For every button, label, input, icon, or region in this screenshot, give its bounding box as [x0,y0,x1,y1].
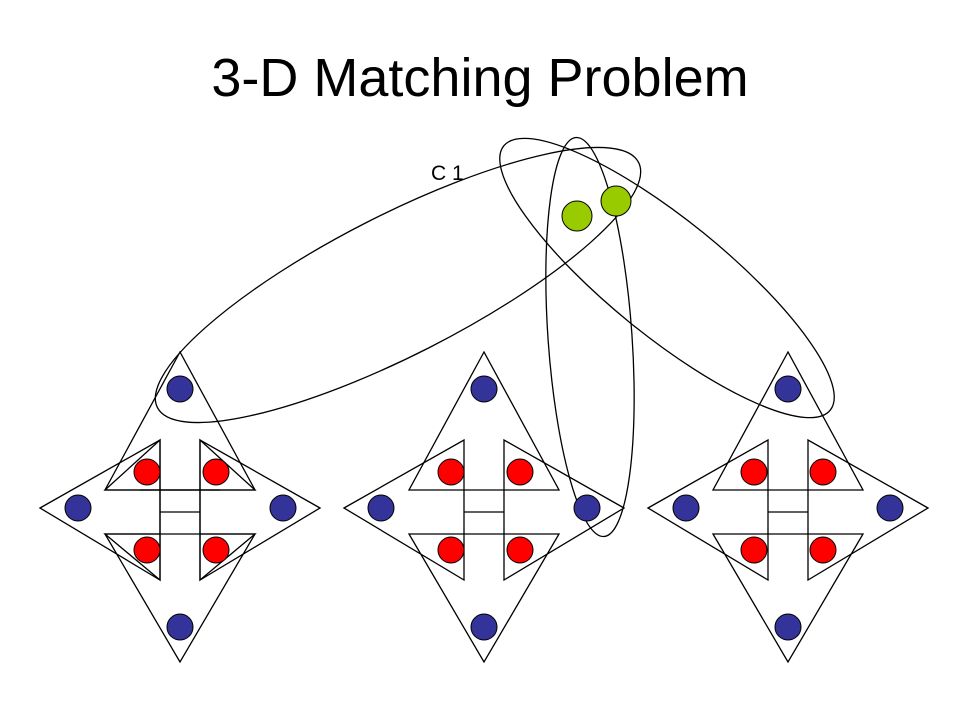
outer-node [166,375,194,403]
outer-node [672,494,700,522]
inner-node [506,458,534,486]
gadget-triangle-bottom [407,533,561,664]
inner-node [133,536,161,564]
outer-node [470,613,498,641]
outer-nodes [64,375,904,641]
outer-node [774,613,802,641]
inner-node [740,536,768,564]
gadget-triangle-top [407,350,561,491]
gadget-triangle-right [503,438,626,582]
gadget-triangle-left [646,438,769,582]
gadget-triangle-upper-left [103,438,161,491]
clause-nodes [561,185,632,232]
slide-title: 3-D Matching Problem [211,48,749,108]
inner-node [809,458,837,486]
inner-node [437,458,465,486]
inner-node [740,458,768,486]
outer-node [573,494,601,522]
gadget-triangle-left [342,438,465,582]
outer-node [470,375,498,403]
clause-ellipse-right [499,137,835,419]
outer-node [367,494,395,522]
gadget-triangle-top [711,350,865,491]
clause-node [561,200,593,232]
outer-node [166,613,194,641]
inner-node [506,536,534,564]
inner-node [202,458,230,486]
outer-node [64,494,92,522]
gadget-triangle-right [807,438,930,582]
inner-node [437,536,465,564]
outer-node [876,494,904,522]
gadget-2 [342,350,626,664]
inner-node [133,458,161,486]
gadget-triangle-lower-left [103,533,161,582]
gadget-3 [646,350,930,664]
inner-node [202,536,230,564]
clause-ellipse-vertical [545,136,635,538]
clause-node [600,185,632,217]
clause-ellipses [154,136,835,538]
inner-nodes [133,458,837,564]
outer-node [269,494,297,522]
inner-node [809,536,837,564]
gadget-triangle-bottom [103,533,257,664]
clause-label: C 1 [431,162,464,185]
clause-ellipse-left [154,146,642,424]
gadget-triangle-bottom [711,533,865,664]
outer-node [774,375,802,403]
